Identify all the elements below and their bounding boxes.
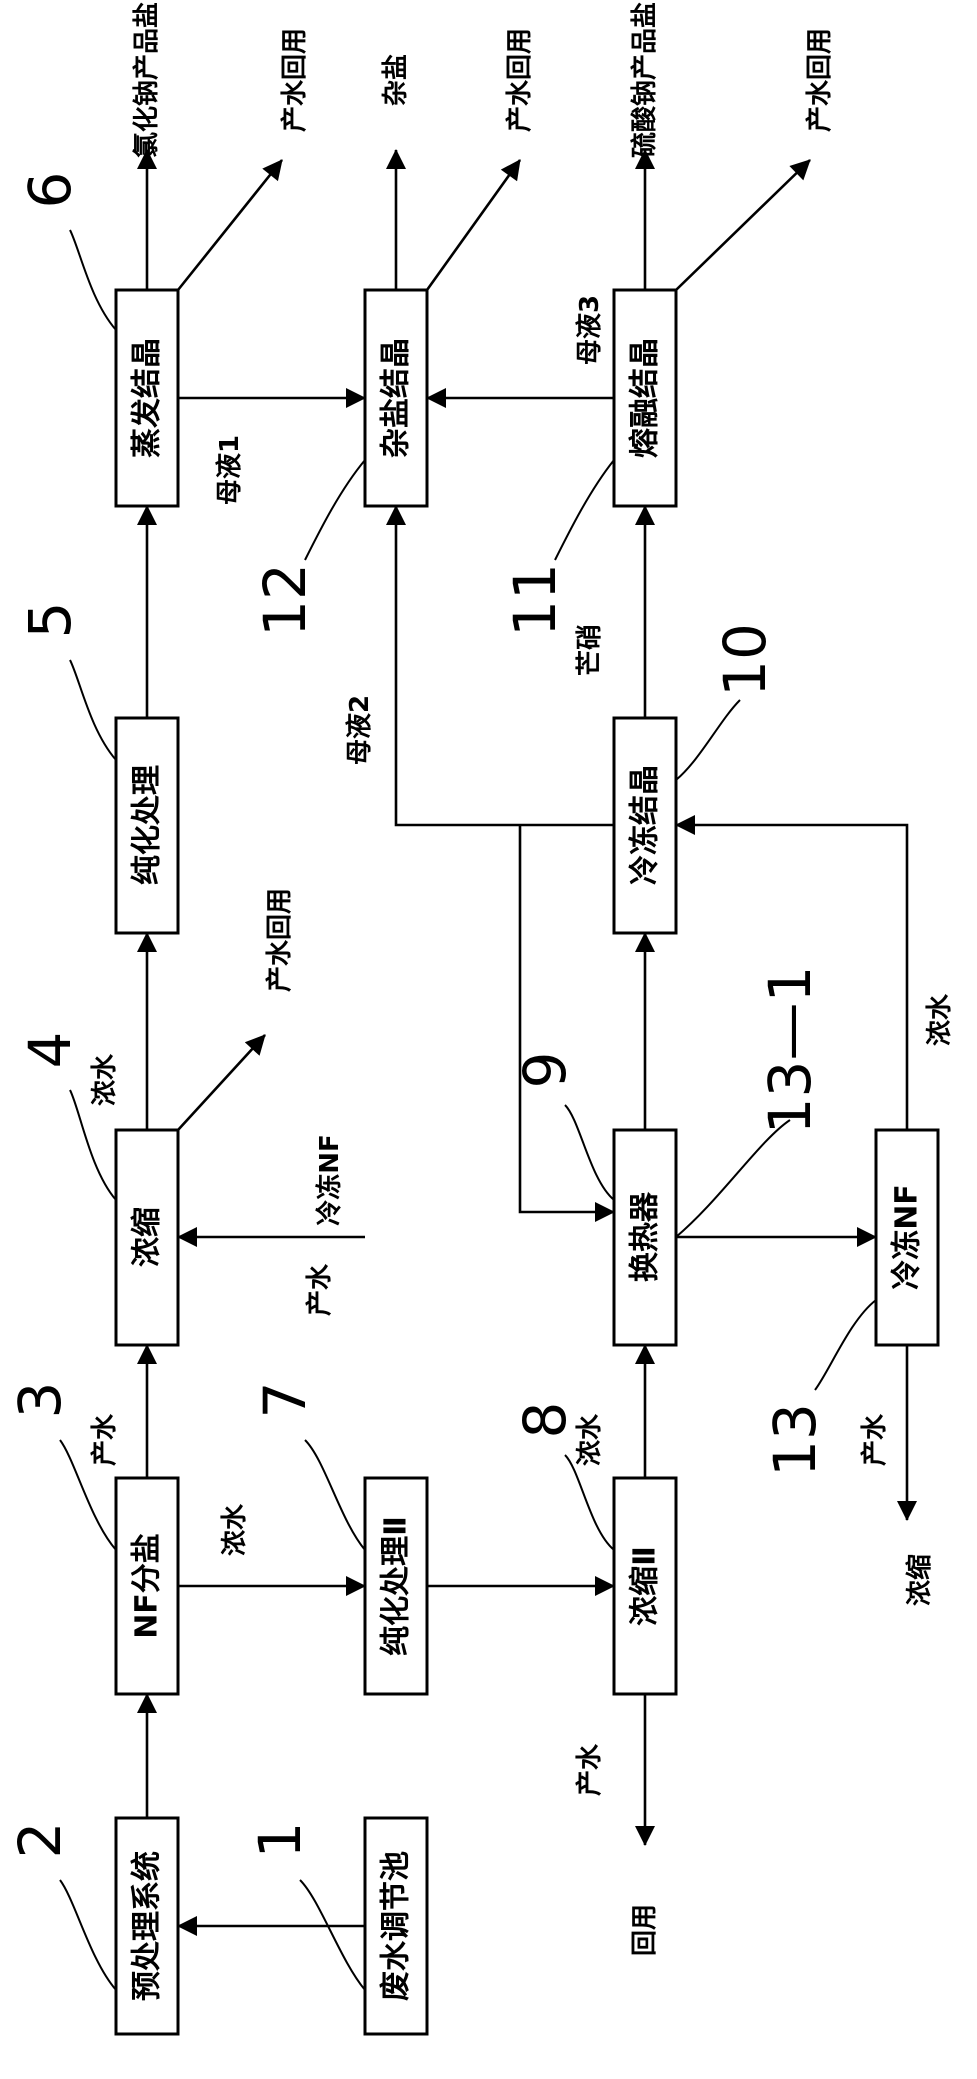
node-label: 冷冻结晶: [628, 765, 663, 885]
label-concentrate: 浓水: [220, 1503, 250, 1556]
ref-number: 10: [711, 623, 779, 697]
node-label: 纯化处理Ⅱ: [379, 1516, 414, 1656]
label-mother-liquor-3: 母液3: [575, 295, 605, 365]
ref-number: 8: [511, 1402, 579, 1439]
ref-number: 1: [246, 1822, 314, 1859]
reference-numbers: 1 2 3 4 5 6 7 8 9 10 11 12 13 13—1: [6, 172, 829, 1859]
label-water-reuse: 产水回用: [805, 28, 835, 132]
label-reuse: 回用: [630, 1904, 660, 1956]
flow-arrow: [675, 159, 811, 291]
node-label: 废水调节池: [379, 1851, 414, 2001]
node-label: 换热器: [628, 1191, 663, 1282]
node-label: 浓缩: [130, 1207, 165, 1267]
node-concentration-2: 浓缩Ⅱ: [612, 1476, 678, 1696]
node-label: 杂盐结晶: [379, 338, 414, 458]
ref-number: 13: [761, 1403, 829, 1477]
node-label: 冷冻NF: [890, 1184, 925, 1290]
label-mirabilite: 芒硝: [575, 624, 605, 676]
node-freeze-nf: 冷冻NF: [874, 1128, 940, 1347]
ref-number: 5: [16, 602, 84, 639]
ref-number: 6: [16, 172, 84, 209]
label-mother-liquor-2: 母液2: [345, 695, 375, 765]
label-product-water: 产水: [575, 1743, 605, 1796]
flow-arrow: [425, 159, 522, 291]
node-label: 蒸发结晶: [130, 338, 165, 458]
flow-labels: 氯化钠产品盐 产水回用 杂盐 产水回用 硫酸钠产品盐 产水回用 母液1 母液3 …: [90, 2, 955, 1956]
node-heat-exchanger: 换热器: [612, 1128, 678, 1347]
node-concentration: 浓缩: [114, 1128, 180, 1347]
node-purification-2: 纯化处理Ⅱ: [363, 1476, 429, 1696]
flow-arrow: [518, 825, 615, 1222]
node-purification: 纯化处理: [114, 716, 180, 935]
label-freeze-nf: 冷冻NF: [314, 1134, 345, 1226]
label-product-water: 产水: [860, 1413, 890, 1466]
label-water-reuse: 产水回用: [505, 28, 535, 132]
node-label: 预处理系统: [130, 1851, 165, 2001]
flow-arrow: [177, 1034, 266, 1131]
label-nacl-product: 氯化钠产品盐: [131, 2, 162, 158]
ref-number: 13—1: [756, 966, 824, 1135]
node-wastewater-tank: 废水调节池: [363, 1816, 429, 2036]
flow-arrow: [176, 159, 284, 291]
ref-number: 3: [6, 1382, 74, 1419]
label-water-reuse: 产水回用: [265, 888, 295, 992]
node-label: 熔融结晶: [628, 338, 663, 458]
ref-number: 4: [16, 1032, 84, 1069]
flow-arrow: [675, 815, 909, 1130]
label-concentrate: 浓水: [925, 993, 955, 1046]
reference-leaders: [59, 229, 877, 1991]
node-nf-salt-separation: NF分盐: [114, 1476, 180, 1696]
node-evaporative-crystallization: 蒸发结晶: [114, 288, 180, 508]
flow-arrow: [386, 505, 520, 827]
ref-number: 9: [511, 1052, 579, 1089]
node-label: 纯化处理: [130, 765, 165, 885]
label-na2so4-product: 硫酸钠产品盐: [629, 2, 660, 158]
node-freeze-crystallization: 冷冻结晶: [612, 716, 678, 935]
ref-number: 11: [501, 563, 569, 637]
ref-number: 7: [251, 1382, 319, 1419]
node-label: NF分盐: [130, 1533, 165, 1639]
label-product-water: 产水: [305, 1263, 335, 1316]
label-concentrate: 浓水: [575, 1413, 605, 1466]
label-mixed-salt: 杂盐: [381, 54, 411, 106]
node-melt-crystallization: 熔融结晶: [612, 288, 678, 508]
flow-connectors: [137, 149, 917, 1936]
ref-number: 2: [6, 1822, 74, 1859]
label-mother-liquor-1: 母液1: [215, 435, 245, 505]
label-water-reuse: 产水回用: [280, 28, 310, 132]
label-concentrate-bottom: 浓缩: [904, 1554, 935, 1606]
ref-number: 12: [251, 563, 319, 637]
label-product-water: 产水: [90, 1413, 120, 1466]
node-pretreatment: 预处理系统: [114, 1816, 180, 2036]
node-mixed-salt-crystallization: 杂盐结晶: [363, 288, 429, 508]
label-concentrate: 浓水: [90, 1053, 120, 1106]
node-label: 浓缩Ⅱ: [628, 1546, 663, 1626]
